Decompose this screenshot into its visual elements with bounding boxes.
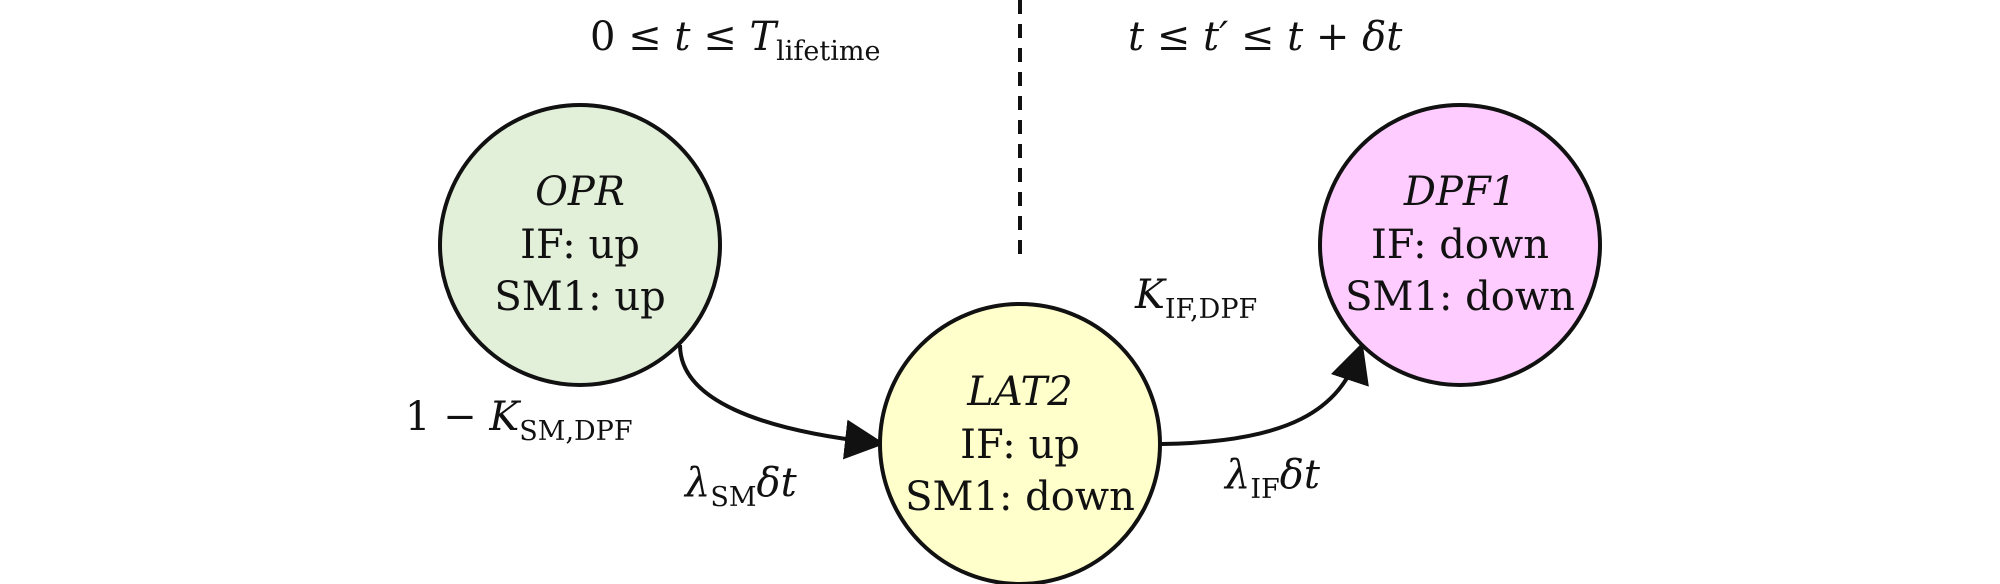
state-dpf1-if-status: IF: down — [1371, 222, 1549, 268]
state-opr: OPR IF: up SM1: up — [438, 103, 722, 387]
state-dpf1-sm1-status: SM1: down — [1345, 274, 1575, 320]
rate-label-lambda-sm: λSMδt — [683, 460, 798, 513]
coverage-label-if-dpf: KIF,DPF — [1134, 272, 1257, 325]
coverage-label-sm-dpf: 1 − KSM,DPF — [405, 394, 633, 447]
left-time-range-label: 0 ≤ t ≤ Tlifetime — [590, 14, 880, 67]
state-opr-sm1-status: SM1: up — [494, 274, 665, 320]
state-dpf1-name: DPF1 — [1403, 169, 1516, 215]
state-lat2-name: LAT2 — [966, 369, 1072, 415]
state-lat2-circle — [878, 302, 1162, 584]
state-opr-if-status: IF: up — [520, 222, 640, 268]
transition-arrow-lat2-to-dpf1 — [1161, 342, 1369, 446]
state-lat2-sm1-status: SM1: down — [905, 474, 1135, 520]
rate-label-lambda-if: λIFδt — [1223, 452, 1321, 505]
state-dpf1-circle — [1318, 103, 1602, 387]
state-opr-name: OPR — [535, 169, 625, 215]
state-lat2: LAT2 IF: up SM1: down — [878, 302, 1162, 584]
right-time-range-label: t ≤ t′ ≤ t + δt — [1128, 14, 1403, 60]
transition-arrow-opr-to-lat2 — [678, 344, 885, 460]
state-lat2-if-status: IF: up — [960, 422, 1080, 468]
state-dpf1: DPF1 IF: down SM1: down — [1318, 103, 1602, 387]
state-opr-circle — [438, 103, 722, 387]
